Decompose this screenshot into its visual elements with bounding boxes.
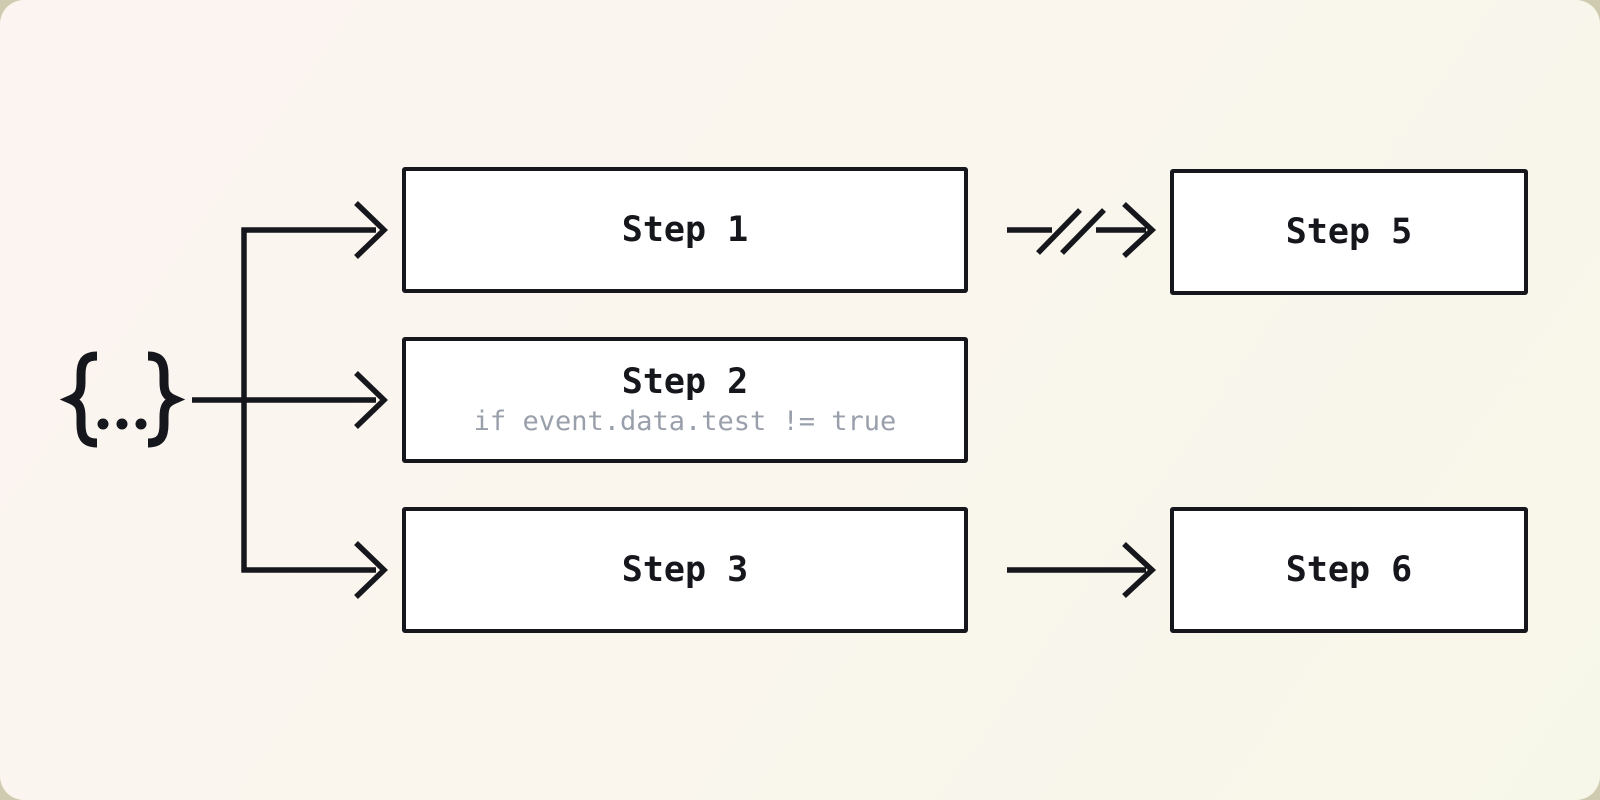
node-step-3: Step 3 <box>402 507 968 633</box>
edge-step1-step5-broken <box>1007 201 1157 259</box>
step-label: Step 3 <box>621 549 749 590</box>
step-label: Step 2 <box>621 361 749 402</box>
edge-event-step2 <box>192 371 388 429</box>
curly-braces-icon <box>59 351 186 448</box>
step-label: Step 5 <box>1285 211 1413 252</box>
edge-event-step1 <box>241 201 388 259</box>
node-step-1: Step 1 <box>402 167 968 293</box>
edge-event-step3 <box>241 541 388 599</box>
step-label: Step 1 <box>621 209 749 250</box>
step-condition: if event.data.test != true <box>473 406 897 438</box>
node-step-5: Step 5 <box>1170 169 1528 295</box>
step-label: Step 6 <box>1285 549 1413 590</box>
node-step-6: Step 6 <box>1170 507 1528 633</box>
node-step-2: Step 2 if event.data.test != true <box>402 337 968 463</box>
edge-step3-step6 <box>1007 541 1157 599</box>
